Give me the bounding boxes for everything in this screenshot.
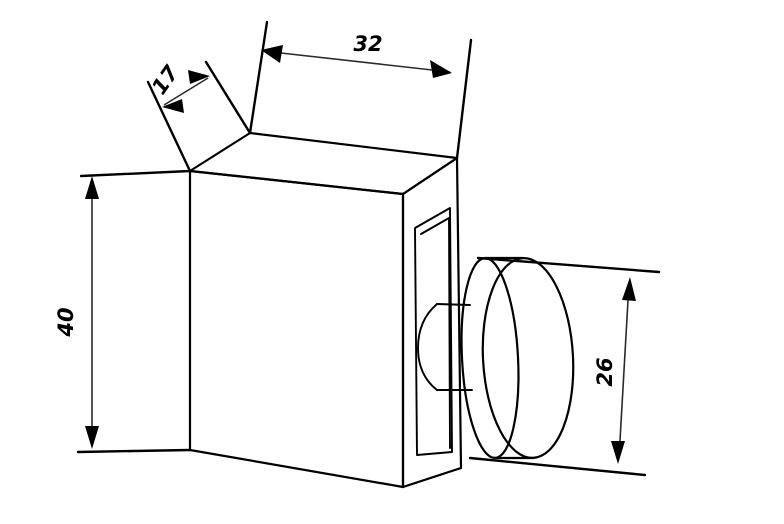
side-panel-bottom-edge — [402, 467, 462, 488]
dim-32-ext-left — [248, 20, 269, 135]
dimension-32: 32 — [248, 20, 473, 160]
enclosure-body — [188, 131, 463, 489]
dim-17-ext-right — [204, 60, 252, 135]
dim-40-arrow-top — [85, 176, 99, 199]
dim-40-ext-bottom — [76, 448, 192, 454]
dim-32-label: 32 — [353, 32, 382, 56]
dim-17-arrow-left — [162, 99, 184, 113]
dim-40-ext-top — [79, 169, 192, 178]
dim-26-arrow-bottom — [611, 441, 625, 464]
dim-17-ext-left — [146, 80, 192, 173]
dim-17-line — [163, 77, 209, 106]
dim-32-ext-right — [455, 38, 473, 160]
dim-26-arrow-top — [622, 277, 636, 301]
shaft-collar-outline — [417, 303, 438, 391]
panel-recess — [414, 207, 453, 456]
dimension-40: 40 — [54, 169, 192, 454]
dim-32-line — [262, 50, 451, 73]
dim-26-line — [618, 282, 630, 459]
dim-26-ext-bottom — [468, 456, 647, 477]
knob-front-face — [481, 257, 575, 459]
front-face-outline — [188, 169, 405, 489]
dim-26-ext-top — [476, 256, 661, 274]
dimension-17: 17 — [146, 60, 252, 173]
knob-cylinder — [460, 256, 575, 460]
dim-40-label: 40 — [54, 307, 78, 337]
dim-17-arrow-right — [188, 70, 210, 84]
panel-recess-outer — [414, 207, 453, 456]
knob-rear-face — [460, 257, 520, 459]
dim-40-arrow-bottom — [85, 426, 99, 449]
panel-recess-inner — [420, 217, 451, 449]
dimension-26: 26 — [468, 256, 661, 477]
dim-32-arrow-left — [261, 45, 283, 63]
shaft-collar-top-edge — [436, 303, 471, 306]
dim-26-label: 26 — [593, 357, 617, 386]
dim-32-arrow-right — [430, 60, 452, 78]
